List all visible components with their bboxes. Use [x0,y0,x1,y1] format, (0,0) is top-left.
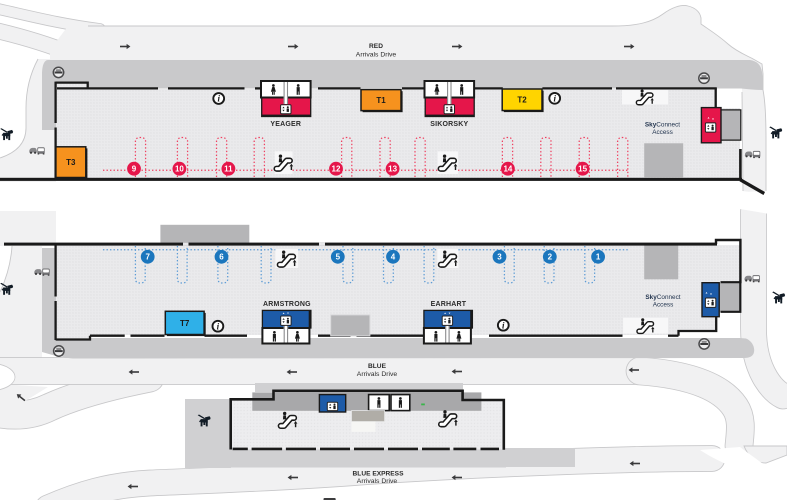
svg-text:7: 7 [145,253,150,262]
svg-text:4: 4 [391,253,396,262]
svg-text:BLUE: BLUE [368,363,387,370]
svg-text:T2: T2 [517,96,527,105]
svg-text:i: i [553,93,556,103]
svg-text:T7: T7 [180,319,190,328]
svg-text:SkyConnect: SkyConnect [645,294,680,301]
svg-text:12: 12 [332,165,341,174]
svg-text:11: 11 [224,165,233,174]
svg-text:1: 1 [596,253,601,262]
svg-text:BLUE EXPRESS: BLUE EXPRESS [353,471,405,478]
svg-text:RED: RED [369,43,383,50]
svg-text:5: 5 [336,253,341,262]
svg-text:Arrivals Drive: Arrivals Drive [356,52,397,59]
svg-text:ARMSTRONG: ARMSTRONG [263,301,311,308]
svg-text:14: 14 [503,165,512,174]
svg-text:9: 9 [132,165,137,174]
svg-text:T3: T3 [66,158,76,167]
svg-text:3: 3 [497,253,502,262]
svg-text:Arrivals Drive: Arrivals Drive [357,371,398,378]
svg-text:13: 13 [388,165,397,174]
svg-text:T1: T1 [376,96,386,105]
svg-text:6: 6 [219,253,224,262]
svg-text:Arrivals Drive: Arrivals Drive [357,478,398,485]
svg-text:i: i [217,321,220,331]
svg-text:EARHART: EARHART [431,301,467,308]
svg-text:15: 15 [578,165,587,174]
svg-text:2: 2 [548,253,553,262]
svg-text:10: 10 [175,165,184,174]
svg-text:SIKORSKY: SIKORSKY [430,121,468,128]
svg-text:i: i [502,320,505,330]
svg-text:Access: Access [653,301,674,308]
svg-text:Access: Access [652,129,673,136]
svg-text:SkyConnect: SkyConnect [645,121,680,128]
svg-text:i: i [217,94,220,104]
svg-text:YEAGER: YEAGER [270,121,301,128]
